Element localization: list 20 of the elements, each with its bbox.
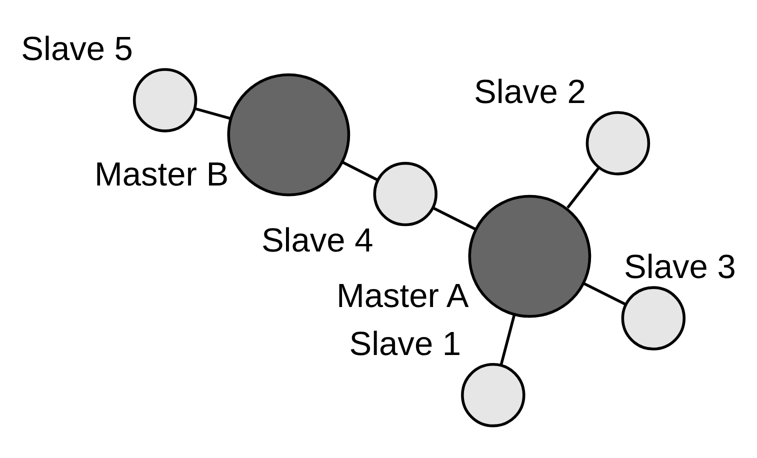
node-circle <box>621 286 686 350</box>
node-label: Master B <box>94 156 229 193</box>
connector <box>582 282 626 306</box>
node-circle <box>586 110 650 175</box>
node-label: Slave 4 <box>261 222 374 260</box>
node-circle <box>373 161 438 226</box>
connector <box>432 206 476 230</box>
connector <box>195 106 231 120</box>
node-label: Slave 2 <box>474 73 586 110</box>
connector <box>566 166 600 208</box>
node-label: Slave 3 <box>624 248 736 286</box>
node-circle <box>132 68 198 132</box>
node-circle <box>468 194 592 318</box>
node-label: Slave 1 <box>349 325 462 362</box>
node-circle <box>461 362 526 427</box>
connector <box>342 160 378 180</box>
connector <box>500 314 516 365</box>
node-label: Master A <box>336 277 469 314</box>
node-circle <box>227 72 350 196</box>
node-label: Slave 5 <box>21 30 133 68</box>
